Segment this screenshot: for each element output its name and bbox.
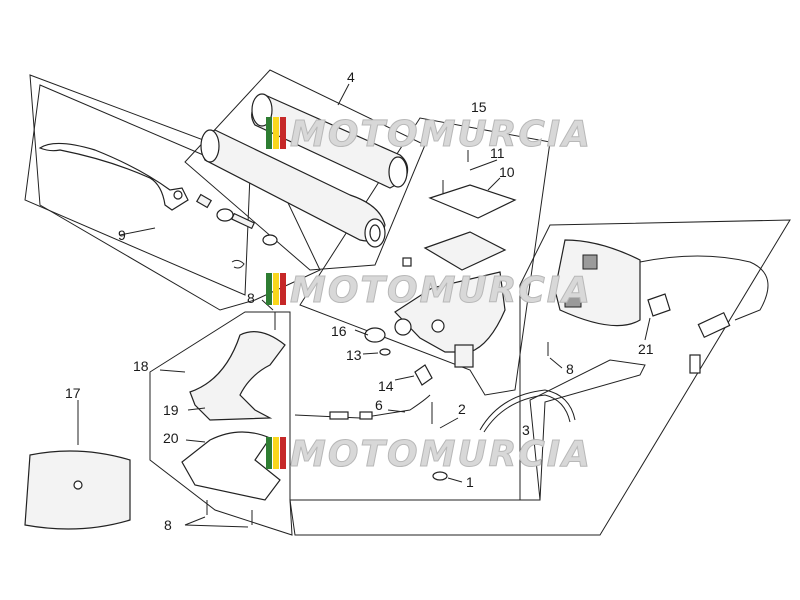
watermark-text-middle: MOTOMURCIA	[290, 270, 592, 311]
callout-8-upper: 8	[247, 290, 255, 306]
leader-2	[439, 417, 459, 429]
lever-bushing	[216, 208, 234, 222]
wire-terminal	[689, 354, 701, 374]
lever-inner-outline	[24, 84, 251, 296]
wire-connector	[697, 311, 731, 339]
cable-sleeve	[329, 411, 349, 420]
cover-20	[181, 431, 281, 501]
lever-washer	[262, 234, 278, 246]
grip-group-outline	[184, 69, 426, 271]
cable-6	[294, 394, 431, 419]
leader-10	[487, 177, 501, 191]
callout-4: 4	[347, 69, 355, 85]
lever-spring	[230, 212, 256, 230]
master-cylinder-outline	[299, 117, 551, 396]
callout-15: 15	[471, 99, 487, 115]
callout-20: 20	[163, 430, 179, 446]
bag-clip	[73, 480, 83, 490]
cylinder-port	[431, 319, 445, 333]
brake-lever	[38, 142, 189, 211]
leader-8c	[549, 357, 563, 369]
switch-wire	[639, 255, 769, 321]
callout-11: 11	[490, 145, 505, 161]
leader-8b2	[184, 524, 249, 528]
watermark-top: MOTOMURCIA	[266, 114, 592, 156]
callout-8-right: 8	[566, 361, 574, 377]
callout-6: 6	[375, 397, 383, 413]
lever-pivot	[173, 190, 183, 200]
leader-13	[362, 352, 379, 355]
bleed-nipple	[402, 257, 412, 267]
hose-3-inner	[483, 394, 571, 433]
leader-6	[387, 409, 406, 413]
grip-lower	[200, 129, 386, 248]
callout-3: 3	[522, 422, 530, 438]
main-assembly-outline	[149, 311, 646, 536]
circlip	[231, 259, 245, 269]
leader-21	[644, 317, 651, 341]
plunger-16	[364, 327, 386, 343]
leader-18	[159, 369, 186, 373]
watermark-bottom: MOTOMURCIA	[266, 434, 592, 476]
callout-21: 21	[638, 341, 654, 357]
switch-block-21	[647, 293, 671, 317]
leader-9	[119, 227, 156, 236]
reservoir-gasket	[423, 231, 507, 271]
leader-1	[447, 477, 463, 483]
callout-18: 18	[133, 358, 149, 374]
watermark-middle: MOTOMURCIA	[266, 270, 592, 312]
leader-4	[337, 83, 350, 106]
switch-button-b	[564, 294, 582, 308]
grip-upper	[251, 93, 409, 189]
cable-ferrule	[359, 411, 373, 420]
callout-9: 9	[118, 227, 126, 243]
callout-14: 14	[378, 378, 394, 394]
switch-14	[414, 364, 433, 386]
watermark-text-bottom: MOTOMURCIA	[290, 434, 592, 475]
parts-bag	[24, 450, 131, 530]
watermark-text-top: MOTOMURCIA	[290, 114, 592, 155]
leader-19	[187, 407, 206, 411]
switch-button-a	[582, 254, 598, 270]
lever-pin	[195, 193, 213, 209]
callout-10: 10	[499, 164, 515, 180]
callout-19: 19	[163, 402, 179, 418]
callout-2: 2	[458, 401, 466, 417]
leader-20	[185, 439, 206, 443]
callout-17: 17	[65, 385, 81, 401]
leader-16	[354, 329, 369, 336]
reservoir-cap	[428, 184, 517, 219]
cylinder-boss	[394, 318, 412, 336]
washer-1	[432, 471, 448, 481]
callout-13: 13	[346, 347, 362, 363]
cover-19	[189, 331, 286, 421]
cylinder-outlet	[454, 344, 474, 368]
callout-8-lower: 8	[164, 517, 172, 533]
callout-1: 1	[466, 474, 474, 490]
switch-group-outline	[289, 219, 791, 536]
washer-13	[379, 348, 391, 356]
hose-3	[479, 389, 576, 431]
leader-8b1	[184, 516, 206, 526]
leader-11	[469, 159, 498, 171]
leader-14	[394, 375, 415, 381]
callout-16: 16	[331, 323, 347, 339]
